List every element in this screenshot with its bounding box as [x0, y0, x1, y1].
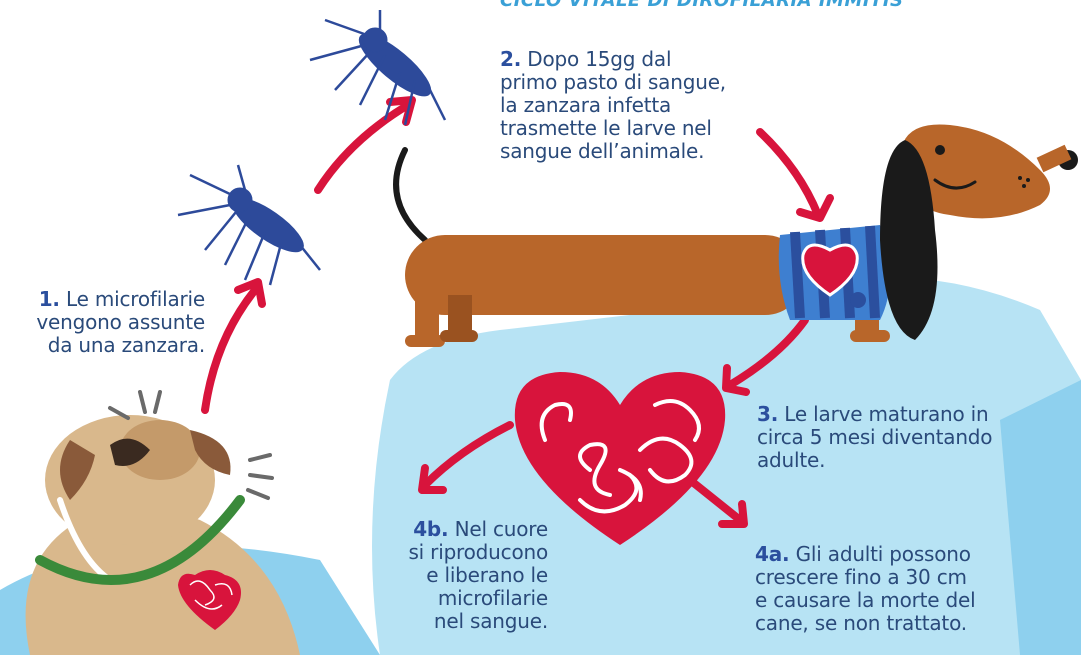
step-4b-line-2: si riproducono: [408, 540, 548, 564]
step-4a-text: 4a. Gli adulti possono crescere fino a 3…: [755, 543, 1055, 635]
step-4b-line-1: Nel cuore: [455, 517, 548, 541]
step-4a-line-3: e causare la morte del: [755, 588, 975, 612]
step-1-text: 1. Le microfilarie vengono assunte da un…: [0, 288, 205, 357]
diagram-title: CICLO VITALE DI DIROFILARIA IMMITIS: [500, 0, 904, 11]
pug-dog: [26, 392, 300, 655]
mosquito-upper: [310, 10, 445, 125]
step-4b-number: 4b.: [413, 517, 448, 541]
step-4b-line-3: e liberano le: [426, 563, 548, 587]
step-2-line-1: Dopo 15gg dal: [527, 47, 671, 71]
step-4a-number: 4a.: [755, 542, 789, 566]
step-2-number: 2.: [500, 47, 521, 71]
mosquito-lower: [178, 165, 320, 285]
step-1-number: 1.: [39, 287, 60, 311]
step-4a-line-1: Gli adulti possono: [796, 542, 971, 566]
step-2-line-4: trasmette le larve nel: [500, 116, 712, 140]
step-2-line-3: la zanzara infetta: [500, 93, 671, 117]
step-3-line-1: Le larve maturano in: [784, 402, 988, 426]
step-4a-line-2: crescere fino a 30 cm: [755, 565, 967, 589]
step-1-line-1: Le microfilarie: [66, 287, 205, 311]
step-3-number: 3.: [757, 402, 778, 426]
step-2-line-5: sangue dell’animale.: [500, 139, 704, 163]
step-1-line-3: da una zanzara.: [48, 333, 205, 357]
step-4b-line-4: microfilarie: [438, 586, 548, 610]
step-2-line-2: primo pasto di sangue,: [500, 70, 726, 94]
step-3-line-3: adulte.: [757, 448, 825, 472]
step-4a-line-4: cane, se non trattato.: [755, 611, 967, 635]
step-3-line-2: circa 5 mesi diventando: [757, 425, 992, 449]
step-3-text: 3. Le larve maturano in circa 5 mesi div…: [757, 403, 1057, 472]
step-4b-text: 4b. Nel cuore si riproducono e liberano …: [340, 518, 548, 633]
step-2-text: 2. Dopo 15gg dal primo pasto di sangue, …: [500, 48, 770, 163]
step-1-line-2: vengono assunte: [36, 310, 205, 334]
arrow-pug-to-mosquito: [205, 290, 255, 410]
step-4b-line-5: nel sangue.: [434, 609, 548, 633]
